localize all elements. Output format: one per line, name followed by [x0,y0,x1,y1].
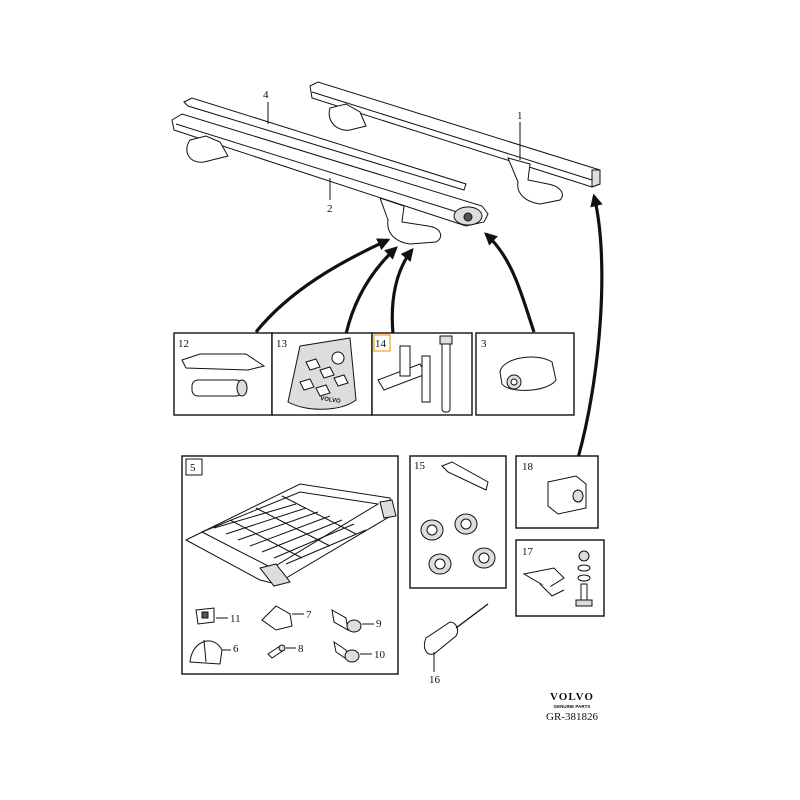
part-13-cover [287,337,357,410]
callout-12: 12 [178,338,189,350]
part-11-bracket [195,607,215,625]
callout-14: 14 [375,338,387,350]
callout-1: 1 [517,110,523,122]
callout-2: 2 [327,203,333,215]
part-14-bolt-set [377,335,453,413]
part-5-roof-basket [184,483,397,587]
part-18-end-cap [547,475,587,515]
callout-6: 6 [233,643,239,655]
callout-9: 9 [376,618,382,630]
volvo-logo: VOLVO [550,691,594,703]
part-3-end-cap [499,356,557,391]
part-9-bolt [331,609,362,633]
cover-volvo-mark: VOLVO [320,396,342,405]
part-15-lock-set [420,461,496,575]
part-8-screw [267,644,286,659]
roof-bar-2 [171,97,489,245]
callout-8: 8 [298,643,304,655]
callout-5: 5 [190,462,196,474]
callout-15: 15 [414,460,426,472]
callout-10: 10 [374,649,386,661]
callout-18: 18 [522,461,534,473]
part-16-tool [423,603,489,655]
leader-arrows [254,193,604,459]
part-10-bolt [333,640,360,663]
callout-17: 17 [522,546,534,558]
callout-7: 7 [306,609,312,621]
callout-11: 11 [230,613,241,625]
part-12-clamp [181,353,266,397]
genuine-parts-mark: GENUINE PARTS [554,704,591,709]
roof-bar-1 [309,81,601,205]
callout-5-frame [185,458,203,476]
callout-3: 3 [481,338,487,350]
diagram-id: GR-381826 [546,711,598,723]
callout-4: 4 [263,89,269,101]
callout-16: 16 [429,674,441,686]
box-12 [173,332,273,416]
part-17-bracket-kit [522,550,593,607]
callout-13: 13 [276,338,288,350]
part-7-clip [261,605,293,631]
callout-14-highlight [373,334,391,352]
